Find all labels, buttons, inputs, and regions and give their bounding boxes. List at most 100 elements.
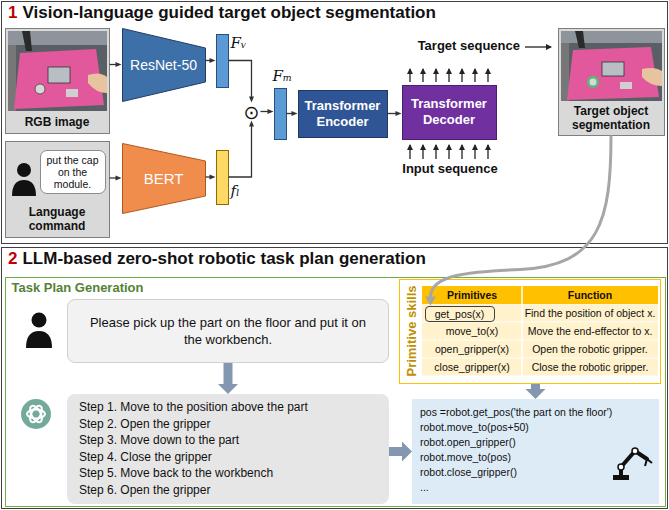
connector	[389, 442, 412, 462]
message-text: Please pick up the part on the floor and…	[82, 314, 374, 348]
connector-line	[110, 177, 117, 178]
image-caption: RGB image	[6, 115, 109, 129]
code-line: pos =robot.get_pos('the part on the floo…	[420, 405, 651, 420]
drawing-part	[521, 286, 523, 376]
arrowhead	[210, 58, 216, 63]
feature-label: Fₘ	[273, 67, 293, 85]
feature-label: fₗ	[231, 182, 240, 200]
user-icon	[25, 312, 53, 348]
drawing-part	[561, 43, 569, 101]
connector	[110, 176, 122, 181]
feature-label: Fᵥ	[231, 34, 247, 52]
drawing-part	[435, 69, 436, 82]
process-box: Transformer Encoder	[298, 90, 388, 138]
speech-bubble: put the cap on the module.	[40, 150, 106, 194]
code-line: robot.move_to(pos)	[420, 450, 651, 465]
message-box: Please pick up the part on the floor and…	[67, 299, 389, 363]
arrowhead	[116, 62, 122, 67]
drawing-part	[422, 341, 658, 358]
operator-symbol: ⊙	[244, 103, 260, 121]
arrowhead	[116, 176, 122, 181]
drawing-part	[487, 69, 488, 82]
drawing-part	[474, 69, 475, 82]
drawing-part	[448, 145, 449, 159]
connector	[218, 363, 238, 394]
drawing-part	[66, 89, 78, 97]
image-box: RGB image	[5, 28, 110, 134]
step-text: Step 2. Open the gripper	[79, 416, 377, 433]
drawing-part	[22, 31, 32, 51]
arrowhead	[249, 121, 254, 127]
connector	[388, 111, 402, 116]
arrowhead	[249, 97, 254, 103]
connector-line	[206, 60, 211, 61]
connector-line	[287, 113, 293, 114]
connector	[261, 109, 274, 114]
drawing-part	[620, 82, 632, 89]
drawing-part	[561, 31, 662, 101]
step-text: Step 5. Move back to the workbench	[79, 465, 377, 482]
feature-bar: Fₘ	[274, 88, 287, 140]
table-cell: Find the position of object x.	[522, 304, 658, 322]
drawing-part	[27, 403, 44, 423]
drawing-part	[27, 403, 44, 423]
table-cell: Open the robotic gripper.	[522, 340, 658, 358]
command-box: put the cap on the module. Language comma…	[5, 141, 110, 238]
connector-line	[229, 61, 252, 98]
connector	[110, 62, 122, 67]
drawing-part	[642, 67, 662, 85]
group-box: Task Plan GenerationPlease pick up the p…	[5, 277, 666, 507]
connector	[206, 175, 216, 180]
block-label: ResNet-50	[130, 57, 197, 73]
drawing-part	[35, 84, 45, 94]
drawing-part	[422, 305, 658, 322]
drawing-part	[474, 145, 475, 159]
connector-line	[229, 126, 252, 177]
arrowhead	[425, 297, 436, 306]
step-list: Step 1. Move to the position above the p…	[67, 394, 389, 504]
section-title: 2 LLM-based zero-shot robotic task plan g…	[8, 249, 426, 269]
code-line: robot.close_gripper()	[420, 465, 651, 480]
feature-bar: fₗ	[216, 150, 229, 205]
process-box: Transformer Decoder	[402, 85, 497, 140]
drawing-part	[8, 31, 107, 111]
drawing-part	[575, 31, 585, 48]
section-title-text: LLM-based zero-shot robotic task plan ge…	[22, 249, 425, 268]
connector	[206, 58, 216, 63]
drawing-part	[602, 62, 624, 76]
encoder-block: ResNet-50	[122, 28, 206, 102]
arrowhead	[402, 442, 412, 462]
table-cell: Close the robotic gripper.	[522, 358, 658, 376]
code-line: robot.move_to(pos+50)	[420, 420, 651, 435]
drawing-part	[17, 163, 31, 177]
section-panel: 1Vision-language guided target object se…	[1, 1, 668, 244]
box-caption: Language command	[8, 205, 107, 233]
arrowhead	[210, 175, 216, 180]
connector-line	[110, 64, 117, 65]
cell-text: get_pos(x)	[435, 308, 485, 320]
drawing-part	[448, 69, 449, 82]
table-cell: get_pos(x)	[425, 306, 495, 322]
drawing-part	[632, 448, 638, 454]
connector-line	[431, 136, 612, 298]
drawing-part	[31, 312, 46, 327]
sequence-label: Input sequence	[380, 161, 520, 177]
block-label: BERT	[144, 170, 184, 187]
table-cell: open_gripper(x)	[422, 340, 522, 358]
drawing-part	[589, 78, 596, 85]
connector-line	[531, 384, 540, 390]
image-caption: Target object segmentation	[561, 104, 662, 132]
drawing-part	[525, 46, 551, 47]
photo	[8, 31, 107, 111]
arrowhead	[218, 384, 238, 394]
drawing-part	[422, 359, 658, 376]
table-cell: Function	[522, 286, 658, 304]
connector	[229, 61, 255, 103]
code-line: robot.open_gripper()	[420, 435, 651, 450]
arrowhead	[268, 109, 274, 114]
connector	[425, 136, 611, 306]
group-label: Task Plan Generation	[12, 280, 144, 296]
drawing-part	[587, 76, 599, 88]
section-number: 2	[8, 249, 17, 268]
